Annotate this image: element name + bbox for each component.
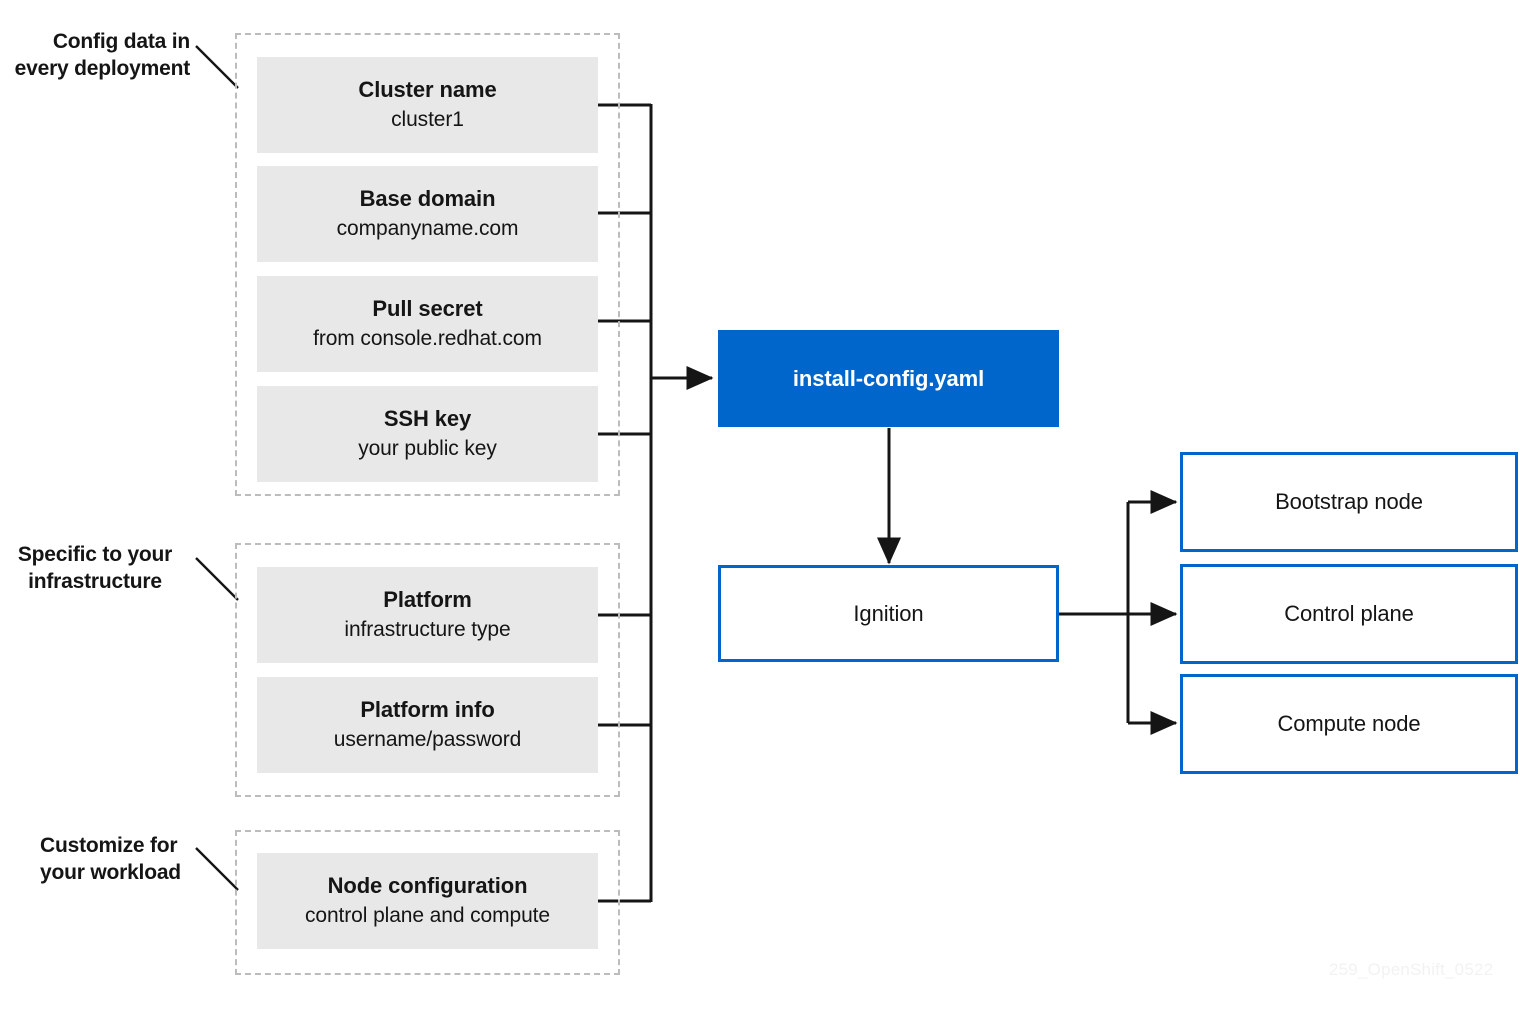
node-ignition-label: Ignition bbox=[853, 600, 924, 626]
annotation-config-data-line1: Config data in bbox=[52, 30, 190, 53]
config-card-subtitle: from console.redhat.com bbox=[313, 327, 542, 351]
node-control-plane[interactable]: Control plane bbox=[1180, 564, 1518, 664]
annotation-config-data-line2: every deployment bbox=[14, 57, 191, 81]
config-card-subtitle: username/password bbox=[333, 728, 522, 752]
group-workload-config bbox=[235, 830, 620, 975]
config-card-title: Pull secret bbox=[372, 296, 483, 322]
config-card-subtitle: infrastructure type bbox=[344, 618, 511, 642]
annotation-infrastructure-line2: infrastructure bbox=[28, 570, 162, 594]
config-card-title: Platform info bbox=[360, 697, 495, 723]
config-card-node-configuration[interactable]: Node configuration control plane and com… bbox=[257, 853, 598, 949]
group-infrastructure-config bbox=[235, 543, 620, 797]
node-install-config-yaml[interactable]: install-config.yaml bbox=[718, 330, 1059, 427]
config-card-platform-info[interactable]: Platform info username/password bbox=[257, 677, 598, 773]
annotation-workload: Customize for your workload bbox=[40, 832, 200, 887]
annotation-infrastructure-line1: Specific to your bbox=[17, 543, 173, 566]
config-card-subtitle: companyname.com bbox=[336, 217, 519, 241]
node-ignition[interactable]: Ignition bbox=[718, 565, 1059, 662]
config-card-title: Base domain bbox=[359, 186, 496, 212]
leader-line-config-data bbox=[195, 45, 239, 89]
config-card-base-domain[interactable]: Base domain companyname.com bbox=[257, 166, 598, 262]
node-compute-node[interactable]: Compute node bbox=[1180, 674, 1518, 774]
annotation-workload-line2: your workload bbox=[40, 861, 181, 885]
node-bootstrap-node[interactable]: Bootstrap node bbox=[1180, 452, 1518, 552]
node-control-plane-label: Control plane bbox=[1284, 601, 1414, 626]
config-card-pull-secret[interactable]: Pull secret from console.redhat.com bbox=[257, 276, 598, 372]
config-card-title: Cluster name bbox=[358, 77, 497, 103]
annotation-infrastructure: Specific to your infrastructure bbox=[0, 541, 190, 596]
leader-line-workload bbox=[195, 847, 239, 891]
node-bootstrap-node-label: Bootstrap node bbox=[1275, 489, 1423, 514]
annotation-config-data: Config data in every deployment bbox=[0, 28, 191, 83]
config-card-subtitle: control plane and compute bbox=[305, 904, 550, 928]
node-install-config-yaml-label: install-config.yaml bbox=[792, 365, 985, 391]
config-card-platform[interactable]: Platform infrastructure type bbox=[257, 567, 598, 663]
watermark-label: 259_OpenShift_0522 bbox=[1329, 960, 1494, 979]
config-card-title: Node configuration bbox=[327, 873, 528, 899]
leader-line-infrastructure bbox=[195, 557, 239, 601]
node-compute-node-label: Compute node bbox=[1277, 711, 1421, 736]
config-card-title: SSH key bbox=[383, 406, 472, 432]
config-card-subtitle: cluster1 bbox=[391, 108, 464, 132]
config-card-title: Platform bbox=[383, 587, 472, 613]
config-card-cluster-name[interactable]: Cluster name cluster1 bbox=[257, 57, 598, 153]
config-card-ssh-key[interactable]: SSH key your public key bbox=[257, 386, 598, 482]
group-common-config bbox=[235, 33, 620, 496]
annotation-workload-line1: Customize for bbox=[40, 834, 178, 857]
config-card-subtitle: your public key bbox=[358, 437, 497, 461]
